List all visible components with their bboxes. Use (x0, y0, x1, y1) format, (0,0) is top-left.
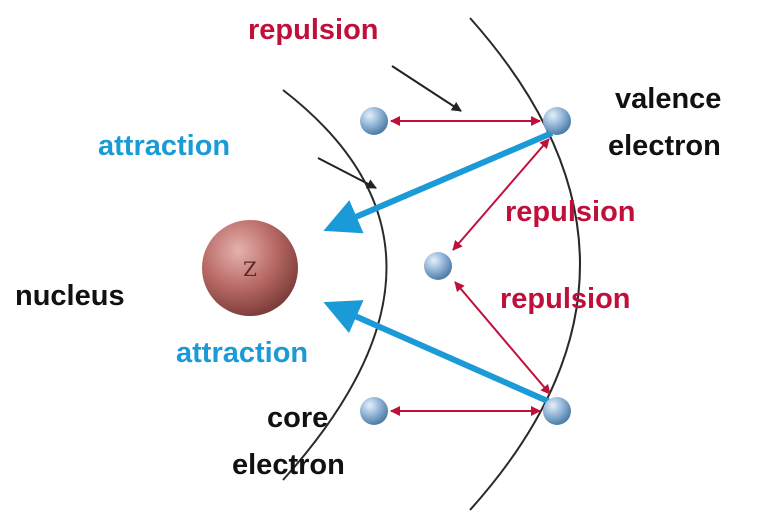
attraction-arrow-bottom (323, 300, 554, 406)
repulsion-arrow-lower-diagonal (454, 281, 551, 395)
outer-shell-arc (469, 17, 581, 511)
attraction-label-bottom: attraction (176, 337, 308, 369)
nucleus-sphere (202, 220, 298, 316)
repulsion-label-top: repulsion (248, 14, 379, 46)
attraction-arrow-top (323, 130, 554, 234)
repulsion-label-middle: repulsion (505, 196, 636, 228)
core-electron-bottom (360, 397, 388, 425)
nucleus-symbol: Z (243, 257, 257, 281)
core-label-line2: electron (232, 449, 345, 481)
valence-electron-top (543, 107, 571, 135)
core-label-line1: core (267, 402, 328, 434)
repulsion-label-lower: repulsion (500, 283, 631, 315)
attraction-label-top: attraction (98, 130, 230, 162)
repulsion-arrow-upper-diagonal (452, 138, 550, 251)
valence-electron-bottom (543, 397, 571, 425)
pointer-arrow-top (391, 65, 462, 112)
valence-label-line2: electron (608, 130, 721, 162)
valence-label-line1: valence (615, 83, 721, 115)
nucleus-label: nucleus (15, 280, 125, 312)
pointer-arrow-middle (317, 157, 377, 189)
core-electron-middle (424, 252, 452, 280)
core-electron-top (360, 107, 388, 135)
inner-shell-arc (282, 89, 388, 481)
